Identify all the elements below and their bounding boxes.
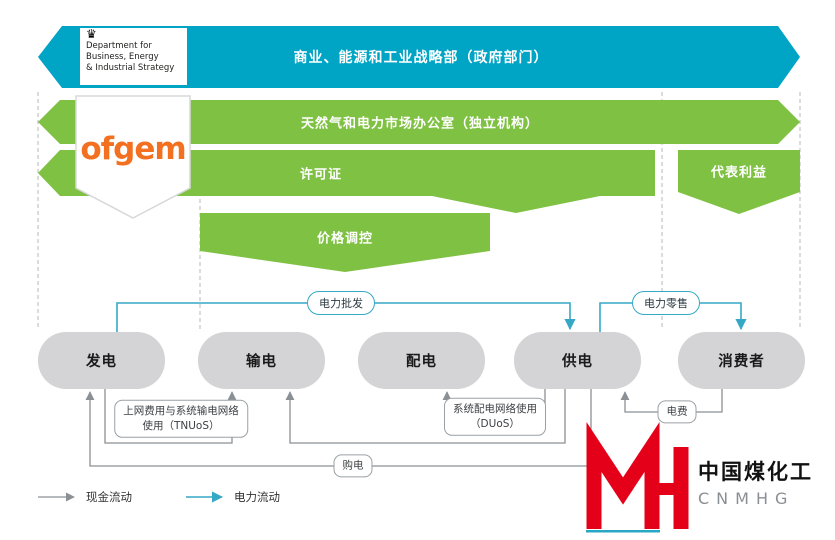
price-control-banner-shape [200, 213, 490, 272]
tnuos-label-line1: 上网费用与系统输电网络 [123, 404, 239, 417]
entity-label: 配电 [406, 354, 437, 370]
tnuos-label-line2: 使用（TNUoS） [142, 420, 220, 432]
tnuos-label: 上网费用与系统输电网络 使用（TNUoS） [114, 399, 248, 439]
beis-logo-line: Business, Energy [86, 52, 159, 63]
beis-logo-line: Department for [86, 41, 152, 51]
wholesale-label: 电力批发 [307, 291, 375, 315]
legend-cash-label: 现金流动 [86, 490, 132, 504]
ofgem-logo: ofgem [80, 131, 186, 167]
tnuos-flow-line-supply [285, 389, 566, 444]
royal-crest-icon: ♛ [86, 27, 97, 41]
ofgem-banner-title: 天然气和电力市场办公室（独立机构） [300, 116, 540, 132]
purchase-label: 购电 [333, 454, 373, 478]
entity-label: 输电 [246, 354, 277, 370]
entity-transmission: 输电 [198, 332, 325, 389]
beis-logo-plate [80, 28, 187, 85]
duos-label-line2: （DUoS） [470, 418, 520, 430]
cnmhg-logo-icon [586, 421, 689, 533]
licence-label: 许可证 [299, 167, 343, 183]
entity-label: 消费者 [718, 354, 765, 370]
represent-banner-shape [678, 150, 800, 214]
retail-label: 电力零售 [632, 291, 700, 315]
entity-generation: 发电 [38, 332, 165, 389]
beis-banner-shape [38, 26, 800, 88]
legend-electricity-label: 电力流动 [234, 490, 280, 504]
beis-logo-text: Department for Business, Energy & Indust… [86, 41, 174, 74]
represent-interests-label: 代表利益 [710, 165, 768, 181]
entity-label: 发电 [86, 354, 117, 370]
ofgem-shield-shape [75, 95, 191, 219]
beis-banner-title: 商业、能源和工业战略部（政府部门） [293, 50, 549, 66]
watermark-name-cn: 中国煤化工 [698, 460, 813, 484]
entity-consumer: 消费者 [678, 332, 805, 389]
duos-label: 系统配电网络使用 （DUoS） [444, 397, 546, 437]
duos-label-line1: 系统配电网络使用 [453, 402, 537, 415]
licence-banner-shape [38, 150, 655, 213]
entity-label: 供电 [562, 354, 593, 370]
beis-logo-line: & Industrial Strategy [86, 63, 175, 74]
watermark-name-en: CNMHG [698, 489, 795, 508]
ofgem-banner-shape [38, 100, 800, 144]
beis-logo: ♛ Department for Business, Energy & Indu… [80, 28, 187, 85]
price-control-label: 价格调控 [316, 231, 374, 247]
dashed-guide-lines [37, 92, 801, 330]
entity-distribution: 配电 [358, 332, 485, 389]
entity-supply: 供电 [514, 332, 641, 389]
bill-label: 电费 [657, 400, 697, 424]
